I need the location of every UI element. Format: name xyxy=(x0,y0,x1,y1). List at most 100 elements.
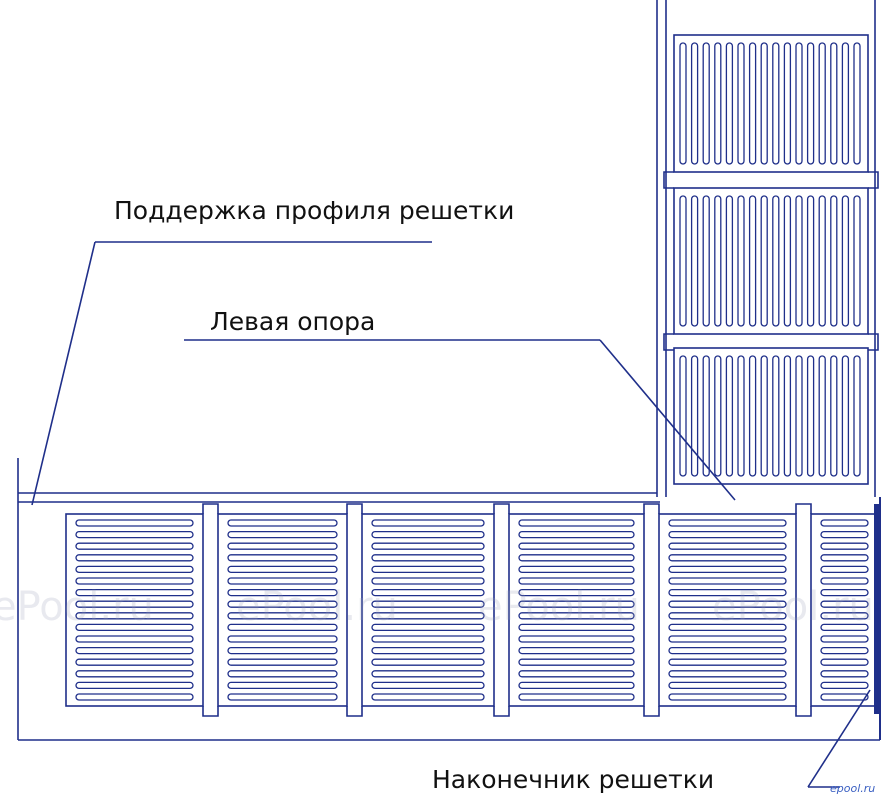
grate-module xyxy=(658,503,812,717)
grate-connector xyxy=(643,503,660,514)
grate-slat xyxy=(75,588,194,597)
grate-module xyxy=(663,187,879,351)
grate-connector xyxy=(663,333,674,351)
grate-slat xyxy=(75,681,194,690)
grate-slat xyxy=(75,600,194,608)
grate-slat xyxy=(702,42,710,165)
grate-module-border xyxy=(810,513,879,707)
grate-slat xyxy=(820,519,869,527)
grate-slat xyxy=(714,195,722,327)
grate-slat xyxy=(371,612,485,620)
grate-slat xyxy=(668,693,787,701)
grate-slat xyxy=(227,635,338,643)
grate-slat xyxy=(830,355,838,477)
grate-module xyxy=(217,503,363,717)
grate-module xyxy=(673,347,869,485)
grate-slat xyxy=(760,42,768,165)
grate-slat xyxy=(227,542,338,550)
grate-slat xyxy=(806,42,815,165)
grate-slat xyxy=(227,681,338,690)
grate-slat xyxy=(371,693,485,701)
grate-slat xyxy=(668,588,787,597)
label-grate-profile-support: Поддержка профиля решетки xyxy=(114,196,515,225)
leader-tip xyxy=(807,689,871,788)
grate-slat xyxy=(371,542,485,550)
grate-slat xyxy=(841,42,850,165)
grate-slat xyxy=(75,542,194,550)
grate-slat xyxy=(371,519,485,527)
grate-slat xyxy=(518,670,635,678)
grate-module-border xyxy=(673,187,869,335)
grate-slat xyxy=(679,355,687,477)
grate-slat xyxy=(702,195,710,327)
grate-slat xyxy=(518,693,635,701)
grate-slat xyxy=(75,646,194,655)
grate-slat xyxy=(820,577,869,585)
grate-slat xyxy=(820,670,869,678)
grate-slat xyxy=(772,42,780,165)
grate-slat xyxy=(75,635,194,643)
grate-slat xyxy=(371,646,485,655)
grate-slat xyxy=(820,646,869,655)
grate-slat xyxy=(75,530,194,539)
grate-slat xyxy=(371,635,485,643)
grate-slat xyxy=(371,681,485,690)
watermark: ePool.ru xyxy=(712,584,874,630)
grate-slat xyxy=(820,588,869,597)
grate-slat xyxy=(668,658,787,666)
grate-slat xyxy=(795,355,803,477)
grate-connector xyxy=(868,171,879,189)
grate-slat xyxy=(820,565,869,574)
grate-slat xyxy=(227,670,338,678)
callout-leaders xyxy=(31,241,871,788)
grate-slat xyxy=(75,554,194,562)
grate-slat xyxy=(820,600,869,608)
label-grate-end-tip: Наконечник решетки xyxy=(432,765,715,794)
grate-slat xyxy=(725,42,734,165)
grate-slat xyxy=(806,355,815,477)
leader-support xyxy=(31,241,96,506)
grate-slat xyxy=(668,542,787,550)
grate-slat xyxy=(668,646,787,655)
grate-slat xyxy=(818,355,826,477)
grate-slat xyxy=(795,195,803,327)
grate-slat xyxy=(679,42,687,165)
grate-connector xyxy=(493,706,510,717)
grate-slat xyxy=(518,565,635,574)
grate-slat xyxy=(725,195,734,327)
grate-connector xyxy=(868,333,879,351)
grate-slat xyxy=(668,670,787,678)
grate-slat xyxy=(518,588,635,597)
grate-connector xyxy=(346,503,363,514)
grate-slat xyxy=(75,565,194,574)
pool-edge-frame xyxy=(17,0,881,741)
grate-module xyxy=(508,503,660,717)
grate-connector xyxy=(663,171,674,189)
grate-slat xyxy=(668,577,787,585)
grate-slat xyxy=(806,195,815,327)
grate-slat xyxy=(75,670,194,678)
grate-slat xyxy=(820,612,869,620)
grate-connector xyxy=(795,503,812,514)
grate-slat xyxy=(830,195,838,327)
grate-slat xyxy=(760,195,768,327)
grate-module xyxy=(663,34,879,189)
grate-connector xyxy=(346,706,363,717)
grate-slat xyxy=(518,623,635,632)
grate-slat xyxy=(518,635,635,643)
leader-left-support xyxy=(599,339,736,501)
grate-slat xyxy=(820,623,869,632)
grate-slat xyxy=(518,658,635,666)
grate-slat xyxy=(841,195,850,327)
watermark: ePool.ru xyxy=(478,584,640,630)
grate-slat xyxy=(748,355,757,477)
grate-slat xyxy=(820,635,869,643)
grate-module-border xyxy=(217,513,348,707)
grate-module-border xyxy=(65,513,204,707)
grate-slat xyxy=(518,519,635,527)
grate-slat xyxy=(518,612,635,620)
grate-slat xyxy=(820,530,869,539)
grate-connector xyxy=(795,706,812,717)
grate-slat xyxy=(668,623,787,632)
